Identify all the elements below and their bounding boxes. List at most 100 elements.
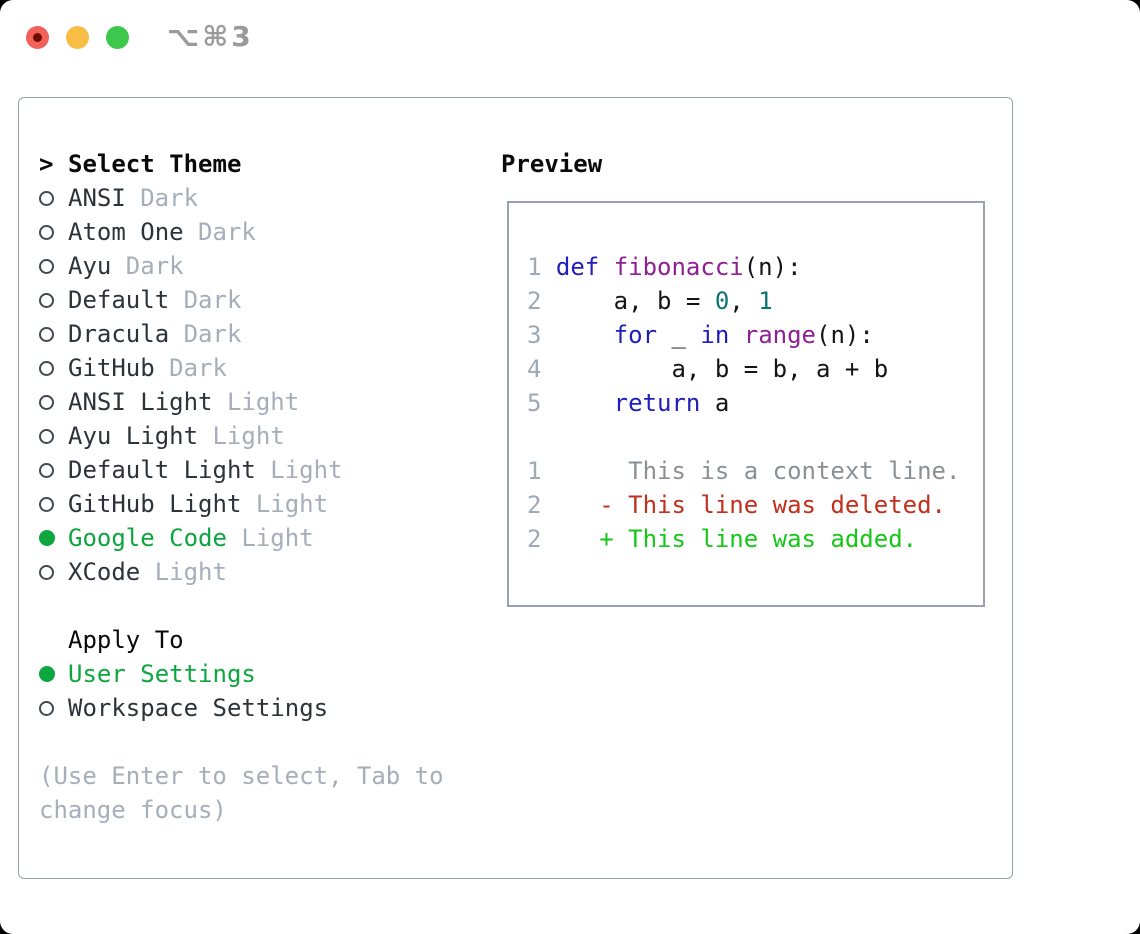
theme-option-label: Default [68, 286, 170, 314]
radio-marker [39, 326, 68, 342]
theme-variant-tag: Dark [183, 320, 242, 348]
theme-option-label: Atom One [68, 218, 184, 246]
code-line: 4 a, b = b, a + b [527, 352, 983, 386]
code-line [527, 420, 983, 454]
line-number: 2 [527, 525, 542, 553]
focus-arrow-icon: > [39, 150, 54, 178]
radio-unselected-icon [39, 462, 54, 478]
code-line: 1 This is a context line. [527, 454, 983, 488]
minimize-button[interactable] [66, 26, 89, 49]
theme-variant-tag: Dark [125, 252, 184, 280]
code-text: a, b = b, a + b [555, 355, 889, 383]
line-number: 5 [527, 389, 542, 417]
code-text: return a [613, 389, 730, 417]
code-text: + This line was added. [555, 525, 918, 553]
theme-option-label: ANSI [68, 184, 126, 212]
radio-unselected-icon [39, 190, 54, 206]
theme-variant-tag: Dark [183, 286, 242, 314]
theme-option-label: ANSI Light [68, 388, 213, 416]
titlebar: ⌥⌘3 [0, 0, 1140, 76]
line-number: 1 [527, 457, 542, 485]
radio-marker [39, 258, 68, 274]
code-text: def fibonacci(n): [555, 253, 802, 281]
apply-option-workspace-settings[interactable]: Workspace Settings [39, 691, 463, 725]
radio-marker [39, 700, 68, 716]
theme-option-label: Google Code [68, 524, 227, 552]
radio-unselected-icon [39, 258, 54, 274]
radio-marker [39, 190, 68, 206]
line-number: 3 [527, 321, 542, 349]
radio-marker [39, 496, 68, 512]
code-text: - This line was deleted. [555, 491, 947, 519]
window-shortcut-label: ⌥⌘3 [167, 20, 254, 53]
zoom-button[interactable] [106, 26, 129, 49]
code-line: 2 a, b = 0, 1 [527, 284, 983, 318]
select-theme-title: Select Theme [68, 150, 242, 178]
radio-unselected-icon [39, 224, 54, 240]
close-button[interactable] [26, 26, 49, 49]
theme-option-dracula[interactable]: Dracula Dark [39, 317, 463, 351]
code-line: 1 def fibonacci(n): [527, 250, 983, 284]
spacer [39, 725, 463, 759]
apply-option-user-settings[interactable]: User Settings [39, 657, 463, 691]
theme-variant-tag: Light [255, 490, 329, 518]
code-line: 2 - This line was deleted. [527, 488, 983, 522]
select-theme-header: > Select Theme [39, 147, 463, 181]
apply-to-title: Apply To [68, 626, 184, 654]
theme-option-ansi-light[interactable]: ANSI Light Light [39, 385, 463, 419]
code-text: for _ in range(n): [613, 321, 874, 349]
radio-marker [39, 360, 68, 376]
theme-option-ayu-light[interactable]: Ayu Light Light [39, 419, 463, 453]
radio-unselected-icon [39, 394, 54, 410]
apply-to-header: Apply To [39, 623, 463, 657]
radio-unselected-icon [39, 700, 54, 716]
radio-marker [39, 564, 68, 580]
line-number: 4 [527, 355, 542, 383]
theme-option-google-code[interactable]: Google Code Light [39, 521, 463, 555]
line-number: 2 [527, 491, 542, 519]
apply-option-label: User Settings [68, 660, 256, 688]
radio-unselected-icon [39, 360, 54, 376]
theme-variant-tag: Light [212, 422, 285, 450]
radio-marker [39, 394, 68, 410]
theme-variant-tag: Dark [169, 354, 227, 382]
theme-option-github[interactable]: GitHub Dark [39, 351, 463, 385]
line-number: 2 [527, 287, 542, 315]
theme-option-default[interactable]: Default Dark [39, 283, 463, 317]
code-line: 2 + This line was added. [527, 522, 983, 556]
unsaved-changes-dot-icon [33, 33, 42, 42]
line-number: 1 [527, 253, 542, 281]
theme-variant-tag: Light [241, 524, 314, 552]
spacer [39, 589, 463, 623]
radio-unselected-icon [39, 326, 54, 342]
radio-marker [39, 530, 68, 546]
line-number [527, 420, 541, 454]
radio-unselected-icon [39, 428, 54, 444]
radio-marker [39, 666, 68, 682]
theme-variant-tag: Light [226, 388, 300, 416]
theme-variant-tag: Light [270, 456, 343, 484]
radio-marker [39, 292, 68, 308]
code-text: a, b = 0, 1 [555, 287, 773, 315]
radio-marker [39, 224, 68, 240]
radio-unselected-icon [39, 292, 54, 308]
radio-selected-icon [39, 666, 55, 682]
theme-option-label: GitHub [68, 354, 155, 382]
preview-header: Preview [501, 150, 603, 178]
theme-option-label: Dracula [68, 320, 170, 348]
code-line: 3 for _ in range(n): [527, 318, 983, 352]
theme-variant-tag: Light [154, 558, 227, 586]
theme-option-label: Ayu Light [68, 422, 199, 450]
